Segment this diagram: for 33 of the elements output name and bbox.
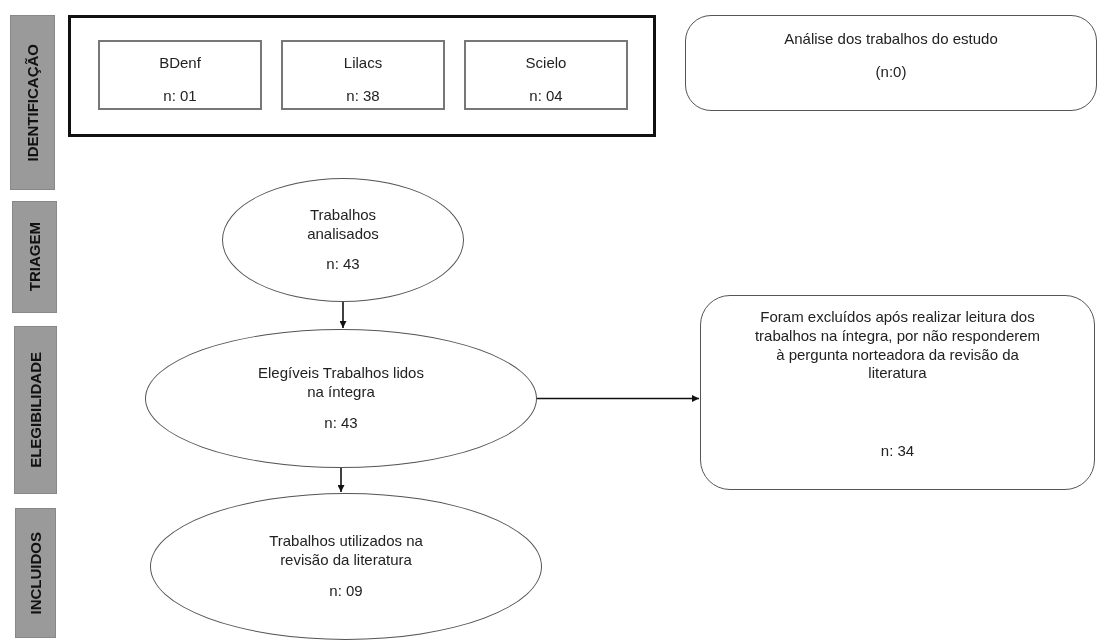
node-text: Análise dos trabalhos do estudo — [784, 30, 998, 49]
node-text: n: 43 — [326, 255, 360, 275]
rounded-box — [685, 15, 1097, 111]
node-text: (n:0) — [875, 62, 907, 82]
source-box — [281, 40, 445, 110]
arrow — [339, 301, 347, 329]
stage-band — [14, 326, 57, 494]
stage-band — [15, 508, 56, 638]
node-text: BDenf — [159, 54, 201, 73]
stage-band — [12, 201, 57, 313]
node-text: Scielo — [525, 54, 567, 73]
node-text: n: 34 — [880, 442, 915, 461]
stage-label: TRIAGEM — [26, 222, 43, 292]
source-box — [98, 40, 262, 110]
stage-label: IDENTIFICAÇÃO — [24, 43, 41, 162]
source-box — [464, 40, 628, 110]
node-text: n: 09 — [329, 581, 363, 601]
node-text: Trabalhos utilizados na revisão da literatura — [268, 532, 424, 570]
rounded-box — [700, 295, 1095, 490]
arrow — [337, 467, 345, 493]
stage-band — [10, 15, 55, 190]
node-text: n: 04 — [529, 86, 563, 106]
node-text: Elegíveis Trabalhos lidos na íntegra — [257, 364, 425, 402]
node-text: Trabalhos analisados — [306, 205, 380, 244]
stage-label: ELEGIBILIDADE — [27, 352, 44, 468]
node-text: Foram excluídos após realizar leitura dos trabalhos na íntegra, por não responderem à pergunta norteadora da revisão da literatura — [753, 308, 1042, 383]
stage-label: INCLUIDOS — [27, 531, 44, 615]
node-text: n: 01 — [163, 86, 197, 106]
node-text: n: 43 — [324, 413, 358, 433]
node-text: n: 38 — [346, 86, 380, 106]
group-frame — [68, 15, 656, 137]
node-text: Lilacs — [343, 54, 383, 73]
arrow — [536, 395, 700, 402]
